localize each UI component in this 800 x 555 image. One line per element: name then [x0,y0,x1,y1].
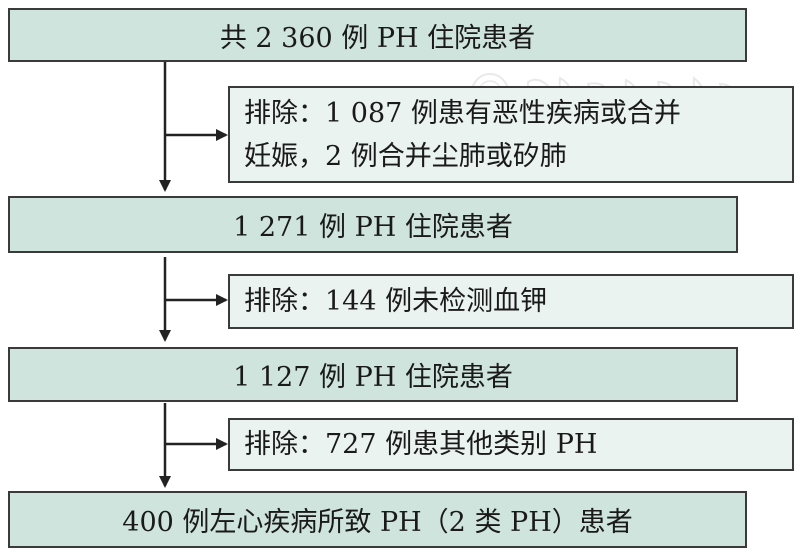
exclusion-3-line-1: 排除：727 例患其他类别 PH [244,429,598,460]
step-box-2: 1 271 例 PH 住院患者 [8,196,738,253]
step-label-4: 400 例左心疾病所致 PH（2 类 PH）患者 [122,507,633,538]
exclusion-box-3: 排除：727 例患其他类别 PH [228,418,794,471]
exclusion-1-line-2: 妊娠，2 例合并尘肺或矽肺 [244,140,567,172]
step-box-4: 400 例左心疾病所致 PH（2 类 PH）患者 [8,491,747,548]
exclusion-box-1: 排除：1 087 例患有恶性疾病或合并 妊娠，2 例合并尘肺或矽肺 [228,86,794,183]
step-label-3: 1 127 例 PH 住院患者 [233,362,513,393]
step-box-1: 共 2 360 例 PH 住院患者 [8,8,747,62]
exclusion-2-line-1: 排除：144 例未检测血钾 [244,286,548,317]
exclusion-1-line-1: 排除：1 087 例患有恶性疾病或合并 [244,97,681,129]
step-label-1: 共 2 360 例 PH 住院患者 [219,22,536,54]
exclusion-box-2: 排除：144 例未检测血钾 [228,274,794,329]
step-label-2: 1 271 例 PH 住院患者 [233,212,513,243]
step-box-3: 1 127 例 PH 住院患者 [8,347,738,402]
